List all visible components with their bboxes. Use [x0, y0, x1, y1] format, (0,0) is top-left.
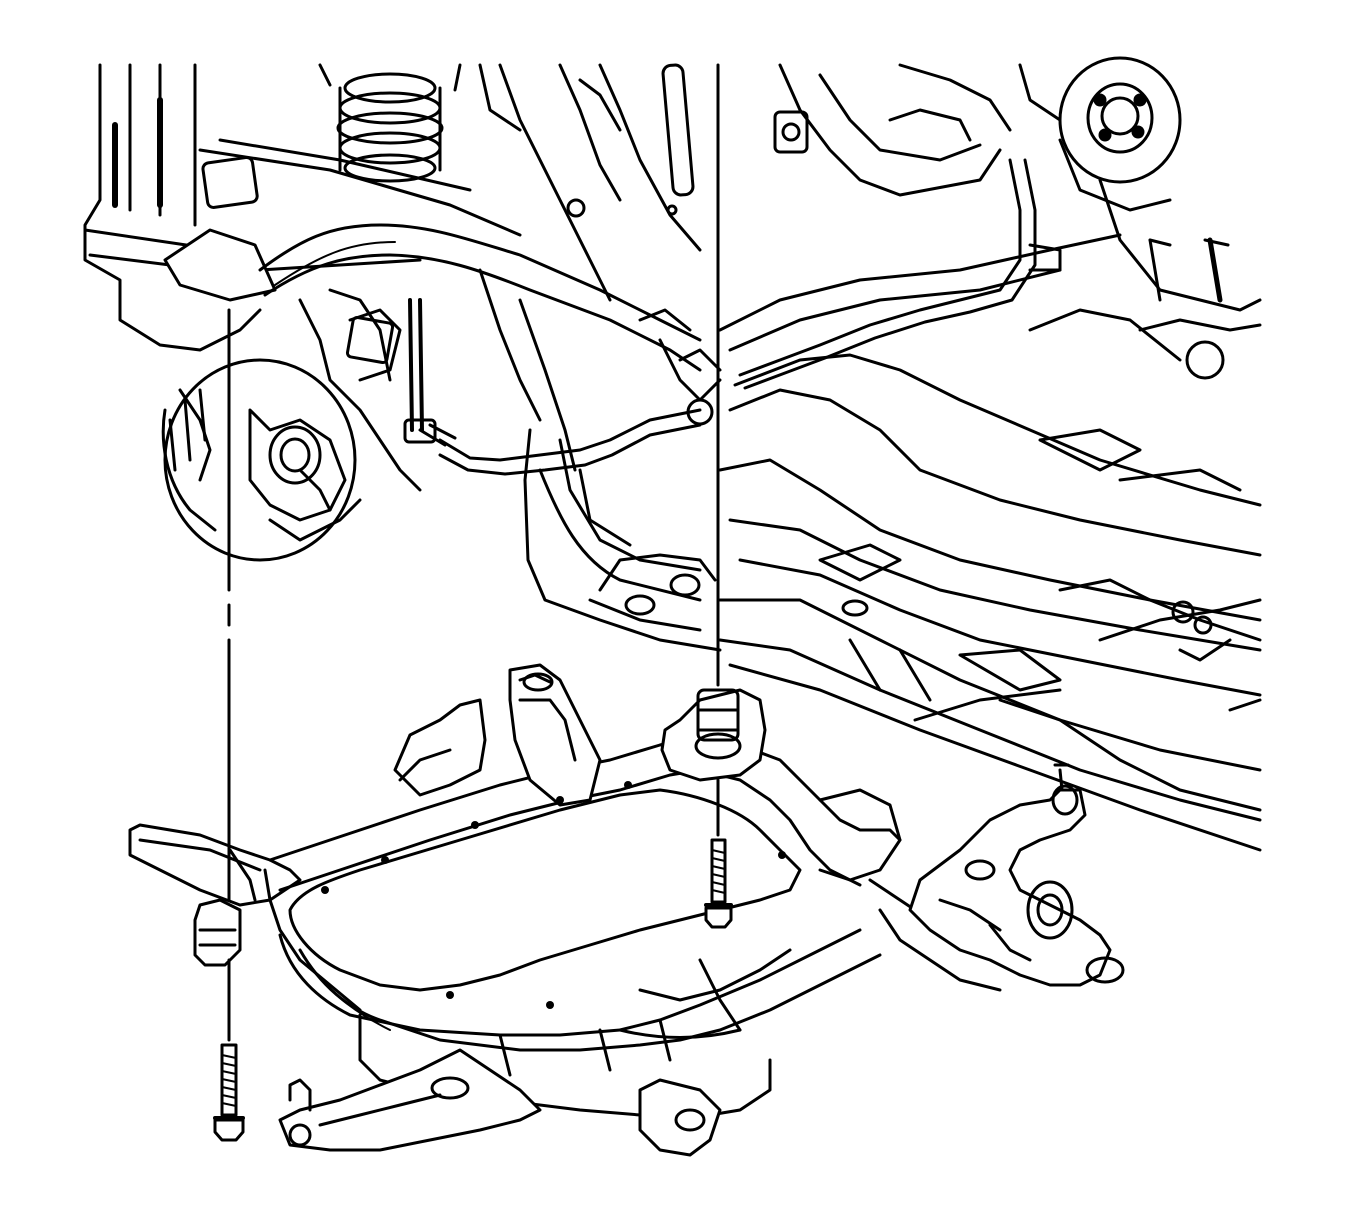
stabilizer-link — [403, 298, 437, 444]
fuel-brake-lines — [418, 158, 1062, 476]
lower-control-arm-left — [278, 1048, 722, 1157]
subframe-bolt-left — [213, 308, 245, 1142]
steering-knuckle — [161, 288, 422, 562]
brake-rotor — [1058, 56, 1182, 212]
subframe-mount-bushing — [660, 688, 767, 782]
coil-spring — [318, 63, 522, 183]
lower-control-arm-right — [908, 763, 1125, 987]
vehicle-underbody — [83, 56, 1262, 852]
front-subframe — [128, 663, 1002, 1122]
subframe-bolt-right — [704, 63, 733, 929]
